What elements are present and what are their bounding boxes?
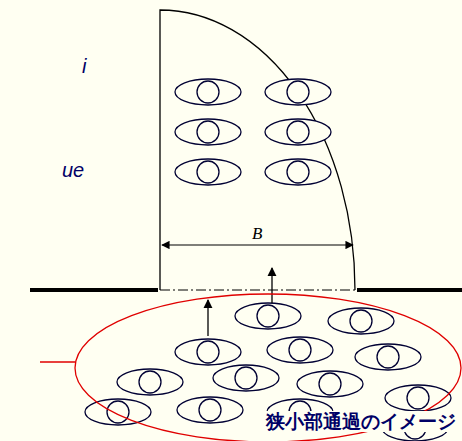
dimension-label: B bbox=[250, 224, 264, 243]
wall bbox=[30, 288, 158, 292]
flow-arrow bbox=[271, 268, 272, 303]
caption-text: 狭小部通過のイメージ bbox=[264, 411, 458, 432]
crowd-region bbox=[75, 294, 461, 441]
dimension-line bbox=[162, 244, 353, 245]
fragment-text: ue bbox=[62, 160, 84, 180]
opening-line bbox=[160, 290, 355, 291]
leader-line bbox=[40, 361, 75, 362]
door-swing bbox=[160, 10, 355, 290]
flow-arrow bbox=[207, 300, 208, 336]
fragment-text: i bbox=[82, 56, 86, 76]
wall bbox=[357, 288, 462, 292]
people-through bbox=[175, 79, 331, 185]
